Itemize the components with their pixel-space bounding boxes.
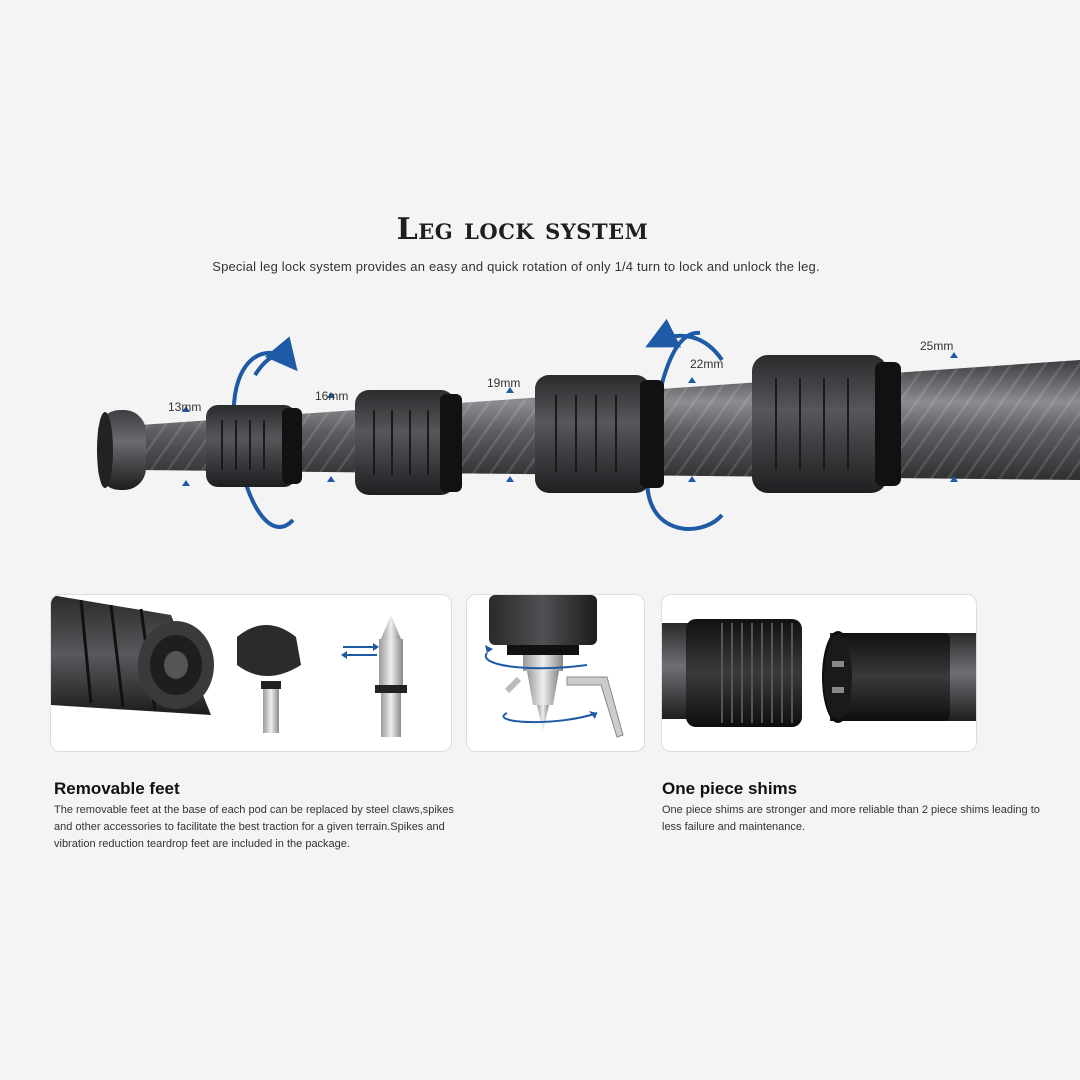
steel-spike	[375, 615, 407, 737]
leg-lock-4	[752, 355, 901, 493]
leg-end-closeup	[51, 595, 214, 715]
rotation-arrow-bottom	[502, 712, 598, 723]
dimension-label-25mm: 25mm	[920, 339, 954, 353]
lock-grip-ridges	[221, 378, 849, 475]
lock-collar	[489, 595, 597, 645]
one-piece-shims-image	[661, 594, 977, 752]
page-subtitle: Special leg lock system provides an easy…	[212, 259, 820, 274]
teardrop-foot	[237, 625, 301, 733]
leg-lock-3	[535, 375, 664, 493]
leg-lock-1	[206, 405, 302, 487]
leg-lock-2	[355, 390, 462, 495]
leg-lock-detail-image	[466, 594, 645, 752]
dimension-label-22mm: 22mm	[690, 357, 724, 371]
tripod-leg-illustration	[97, 318, 1080, 531]
removable-feet-image	[50, 594, 452, 752]
rotation-arrow-top	[484, 652, 588, 670]
page-title: Leg lock system	[396, 212, 649, 247]
shim-tube	[822, 631, 976, 723]
dimension-label-19mm: 19mm	[487, 376, 521, 390]
one-piece-shims-title: One piece shims	[662, 779, 798, 798]
hex-key	[566, 676, 624, 738]
threaded-section	[686, 619, 802, 727]
one-piece-shims-description: One piece shims are stronger and more re…	[662, 804, 1040, 833]
dimension-markers	[182, 352, 958, 486]
rubber-foot	[97, 410, 146, 490]
dimension-label-16mm: 16mm	[315, 389, 349, 403]
swap-arrows-icon	[341, 643, 379, 659]
removable-feet-description: The removable feet at the base of each p…	[54, 804, 454, 850]
dimension-label-13mm: 13mm	[168, 400, 202, 414]
removable-feet-title: Removable feet	[54, 779, 180, 798]
